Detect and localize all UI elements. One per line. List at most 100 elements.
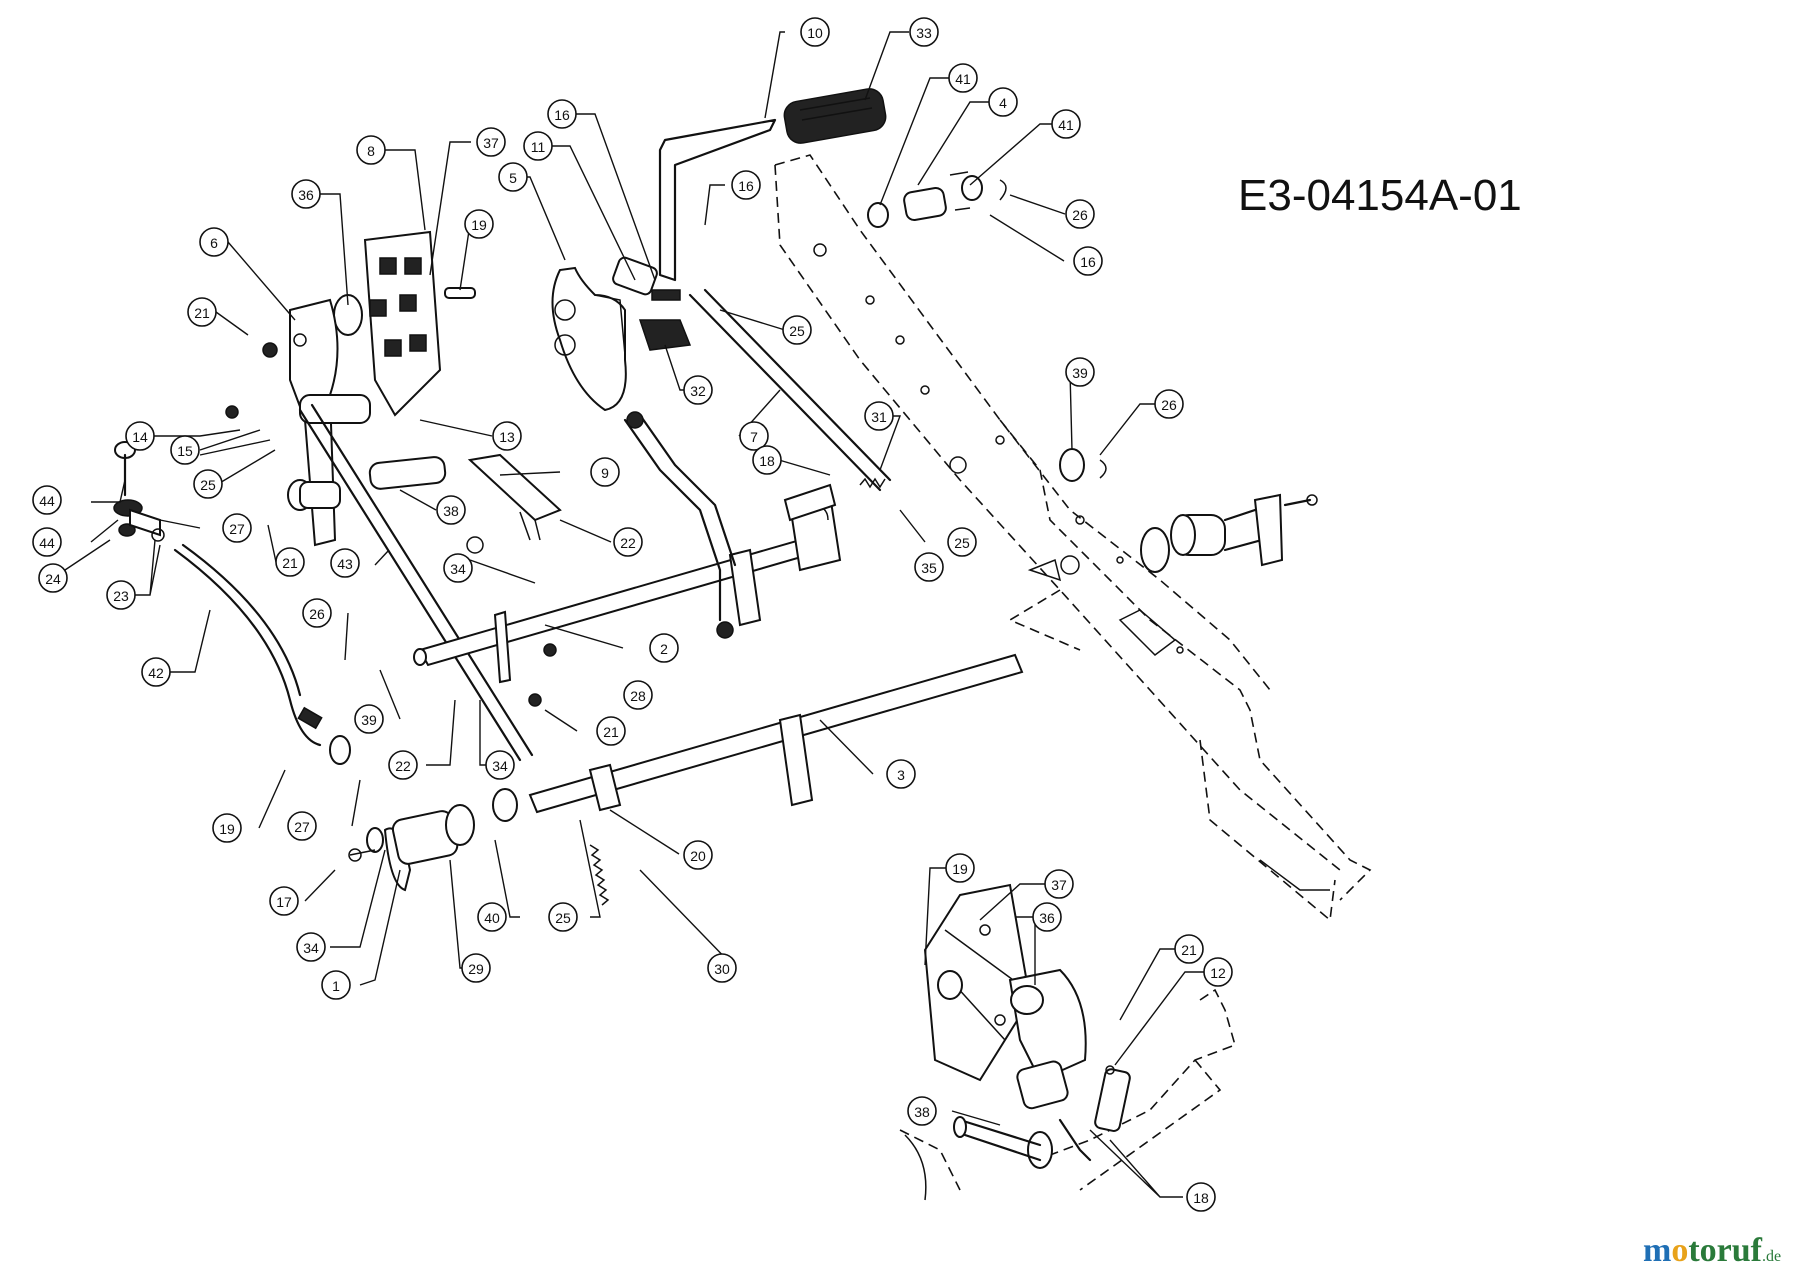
callout-5: 5 [498, 162, 528, 192]
callout-28: 28 [623, 680, 653, 710]
callout-label: 18 [759, 453, 775, 469]
callout-11: 11 [523, 131, 553, 161]
callout-24: 24 [38, 563, 68, 593]
watermark-suffix: .de [1762, 1248, 1781, 1265]
callout-label: 29 [468, 961, 484, 977]
callout-19: 19 [945, 853, 975, 883]
callout-label: 4 [999, 95, 1007, 111]
callout-label: 24 [45, 571, 61, 587]
watermark-o: o [1671, 1232, 1688, 1269]
callout-7: 7 [739, 421, 769, 451]
callout-38: 38 [436, 495, 466, 525]
callout-16: 16 [1073, 246, 1103, 276]
callout-label: 25 [954, 535, 970, 551]
callout-18: 18 [752, 445, 782, 475]
callout-label: 40 [484, 910, 500, 926]
callout-12: 12 [1203, 957, 1233, 987]
callout-circle [914, 552, 944, 582]
callout-36: 36 [1032, 902, 1062, 932]
callout-14: 14 [125, 421, 155, 451]
callout-circle [623, 680, 653, 710]
callout-10: 10 [800, 17, 830, 47]
callout-label: 19 [471, 217, 487, 233]
left-pedal-assembly [225, 230, 476, 547]
callout-circle [800, 17, 830, 47]
callout-circle [187, 297, 217, 327]
callout-34: 34 [296, 932, 326, 962]
callout-circle [291, 179, 321, 209]
callout-2: 2 [649, 633, 679, 663]
callout-circle [649, 633, 679, 663]
diagram-code: E3-04154A-01 [1238, 171, 1522, 220]
callout-circle [436, 495, 466, 525]
callout-29: 29 [461, 953, 491, 983]
callout-15: 15 [170, 435, 200, 465]
callout-39: 39 [354, 704, 384, 734]
callout-26: 26 [1154, 389, 1184, 419]
callout-label: 16 [738, 178, 754, 194]
callout-label: 2 [660, 641, 668, 657]
callout-3: 3 [886, 759, 916, 789]
callout-circle [739, 421, 769, 451]
callout-label: 21 [603, 724, 619, 740]
callout-27: 27 [222, 513, 252, 543]
callout-label: 42 [148, 665, 164, 681]
callout-circle [32, 485, 62, 515]
callout-label: 36 [298, 187, 314, 203]
callout-label: 13 [499, 429, 515, 445]
callout-label: 35 [921, 560, 937, 576]
callout-label: 18 [1193, 1190, 1209, 1206]
callout-label: 39 [1072, 365, 1088, 381]
callout-circle [1065, 199, 1095, 229]
watermark-m: m [1643, 1232, 1671, 1269]
callout-circle [947, 527, 977, 557]
callout-label: 30 [714, 961, 730, 977]
callout-label: 41 [955, 71, 971, 87]
callout-26: 26 [302, 598, 332, 628]
callout-circle [498, 162, 528, 192]
callout-18: 18 [1186, 1182, 1216, 1212]
callout-circle [461, 953, 491, 983]
callout-21: 21 [275, 547, 305, 577]
pedal-5 [551, 256, 692, 412]
callout-21: 21 [187, 297, 217, 327]
callout-label: 21 [1181, 942, 1197, 958]
callout-circle [388, 750, 418, 780]
callout-label: 19 [219, 821, 235, 837]
callout-circle [523, 131, 553, 161]
callout-label: 22 [620, 535, 636, 551]
callout-label: 12 [1210, 965, 1226, 981]
watermark-rest: toruf [1688, 1232, 1762, 1269]
callout-25: 25 [548, 902, 578, 932]
callout-label: 28 [630, 688, 646, 704]
shaft-2 [413, 493, 842, 684]
callout-circle [106, 580, 136, 610]
callout-circle [707, 953, 737, 983]
callout-circle [596, 716, 626, 746]
callout-label: 41 [1058, 117, 1074, 133]
callout-label: 11 [531, 139, 546, 155]
callout-22: 22 [388, 750, 418, 780]
callout-13: 13 [492, 421, 522, 451]
callout-label: 31 [871, 409, 887, 425]
callout-label: 3 [897, 767, 905, 783]
callout-label: 32 [690, 383, 706, 399]
spring-30 [589, 844, 610, 906]
callout-label: 16 [554, 107, 570, 123]
callout-38: 38 [907, 1096, 937, 1126]
callout-label: 23 [113, 588, 129, 604]
callout-circle [477, 902, 507, 932]
callout-circle [613, 527, 643, 557]
callout-circle [988, 87, 1018, 117]
lift-handle [658, 88, 887, 282]
link-upper [528, 411, 737, 707]
callout-circle [275, 547, 305, 577]
callout-circle [296, 932, 326, 962]
callout-label: 21 [194, 305, 210, 321]
callout-label: 27 [229, 521, 245, 537]
pivot-shaft-4 [867, 171, 1007, 228]
cable-42 [173, 543, 351, 765]
callout-circle [1051, 109, 1081, 139]
callout-circle [38, 563, 68, 593]
